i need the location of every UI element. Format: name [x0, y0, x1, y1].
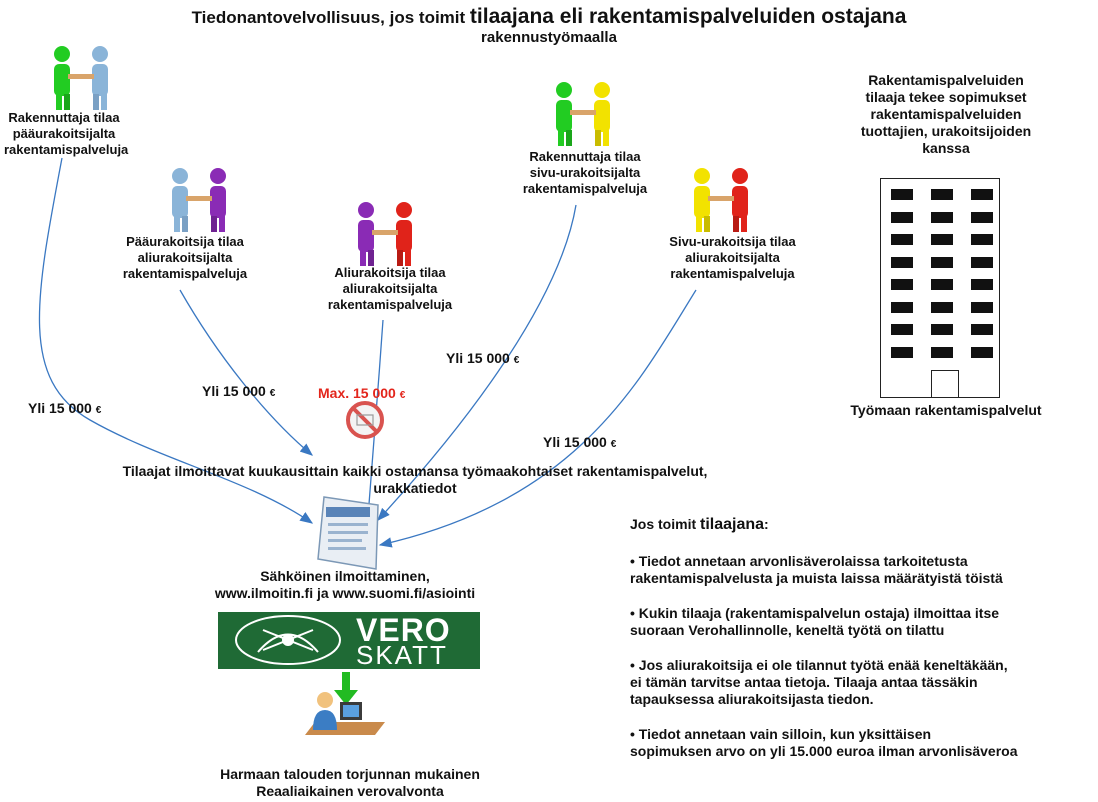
- title-emphasis: tilaajana eli rakentamispalveluiden osta…: [469, 5, 907, 28]
- amount-2: Yli 15 000 €: [202, 383, 276, 399]
- building-window: [971, 234, 993, 245]
- building-icon: [880, 178, 1000, 398]
- building-window: [931, 234, 953, 245]
- building-window: [931, 324, 953, 335]
- logo-word-vero: VERO: [356, 612, 451, 648]
- building-window: [891, 279, 913, 290]
- building-window: [891, 234, 913, 245]
- building-window: [891, 211, 913, 223]
- arrow-rakennuttaja-sivu: [377, 204, 577, 521]
- arrow-paaurakoitsija: [179, 289, 313, 456]
- amount-4: Yli 15 000 €: [446, 350, 520, 366]
- amount-5: Yli 15 000 €: [543, 434, 617, 450]
- building-window: [891, 324, 913, 335]
- building-window: [971, 211, 993, 223]
- arrow-rakennuttaja-paaurakoitsija: [38, 157, 314, 524]
- building-window: [971, 346, 993, 358]
- building-window: [891, 189, 913, 200]
- amount-1: Yli 15 000 €: [28, 400, 102, 416]
- note-item-1: • Tiedot annetaan arvonlisäverolaissa ta…: [630, 553, 1003, 586]
- emblem-icon: [235, 615, 341, 665]
- building-window: [891, 256, 913, 268]
- building-window: [891, 301, 913, 313]
- page-subtitle: rakennustyömaalla: [481, 29, 617, 46]
- building-window: [931, 346, 953, 358]
- logo-word-skatt: SKATT: [356, 640, 448, 670]
- amount-3-max: Max. 15 000 €: [318, 385, 406, 401]
- building-window: [931, 301, 953, 313]
- building-window: [971, 301, 993, 313]
- building-window: [931, 211, 953, 223]
- reporting-links: www.ilmoitin.fi ja www.suomi.fi/asiointi: [214, 585, 476, 601]
- vero-skatt-logo: VERO SKATT: [218, 612, 480, 669]
- building-window: [971, 324, 993, 335]
- building-label: Työmaan rakentamispalvelut: [850, 402, 1042, 418]
- center-note: Tilaajat ilmoittavat kuukausittain kaikk…: [122, 463, 708, 496]
- note-item-4: • Tiedot annetaan vain silloin, kun yksi…: [630, 726, 1018, 759]
- green-down-arrow: [334, 672, 358, 705]
- building-door: [931, 370, 959, 397]
- notes-panel: Jos toimit tilaajana: • Tiedot annetaan …: [630, 516, 1090, 778]
- arrow-sivu-urakoitsija: [378, 289, 697, 548]
- building-window: [971, 256, 993, 268]
- electronic-reporting: Sähköinen ilmoittaminen,www.ilmoitin.fi …: [160, 568, 530, 602]
- title-prefix: Tiedonantovelvollisuus, jos toimit: [191, 8, 470, 27]
- building-window: [971, 279, 993, 290]
- page-title: Tiedonantovelvollisuus, jos toimit tilaa…: [0, 6, 1098, 29]
- building-window: [931, 279, 953, 290]
- note-item-2: • Kukin tilaaja (rakentamispalvelun osta…: [630, 605, 1000, 638]
- building-window: [931, 189, 953, 200]
- building-window: [891, 346, 913, 358]
- note-item-3: • Jos aliurakoitsija ei ole tilannut työ…: [630, 657, 1008, 707]
- building-window: [931, 256, 953, 268]
- notes-heading: Jos toimit tilaajana:: [630, 516, 769, 533]
- building-window: [971, 189, 993, 200]
